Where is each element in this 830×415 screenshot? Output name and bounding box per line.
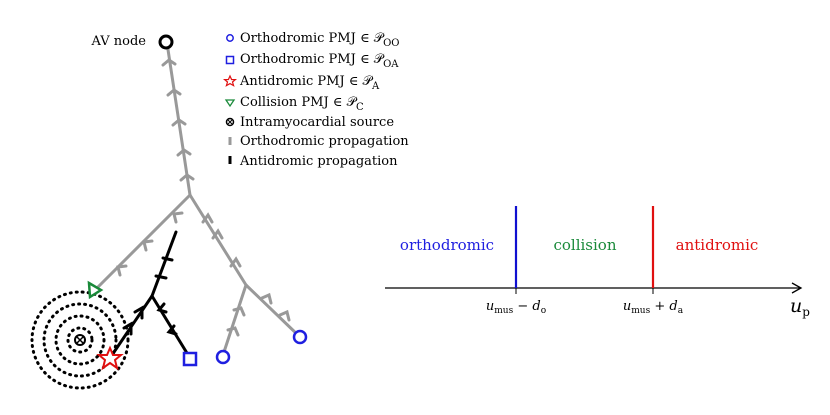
region-orthodromic: orthodromic — [400, 236, 494, 254]
legend-gray-bar-icon — [228, 137, 232, 145]
intramyocardial-source — [74, 334, 86, 346]
legend: Orthodromic PMJ ∈ 𝒫OO Orthodromic PMJ ∈ … — [222, 31, 409, 169]
pmj-oo-marker — [292, 329, 308, 345]
left-branch-segment — [93, 193, 192, 292]
chevron-mark — [201, 212, 214, 224]
bar-mark — [154, 274, 168, 280]
axis-arrow-icon — [791, 282, 803, 294]
right-branch-far-segment — [244, 283, 302, 339]
chevron-mark — [229, 256, 242, 268]
bar-mark — [133, 305, 144, 320]
chevron-mark — [166, 88, 182, 97]
right-branch-segment — [188, 193, 248, 287]
chevron-mark — [171, 118, 187, 127]
bar-mark — [156, 302, 168, 314]
pmj-oa-marker — [182, 351, 198, 367]
chevron-mark — [116, 264, 128, 277]
tick-label-upper: umus + da — [623, 299, 684, 316]
legend-item-2: Antidromic PMJ ∈ 𝒫A — [239, 74, 380, 92]
legend-triangle-icon — [224, 99, 236, 108]
chevron-mark — [179, 173, 195, 182]
region-antidromic: antidromic — [676, 236, 759, 254]
chevron-mark — [278, 309, 291, 322]
chevron-mark — [260, 292, 273, 305]
orthodromic-branches — [93, 41, 302, 357]
legend-star-icon — [222, 74, 238, 87]
chevron-mark — [232, 306, 246, 317]
legend-item-3: Collision PMJ ∈ 𝒫C — [240, 95, 364, 113]
bar-mark — [122, 321, 133, 336]
right-branch-lower-segment — [221, 283, 248, 357]
source-wavefront-rings — [30, 290, 130, 390]
legend-source-icon — [225, 117, 235, 127]
legend-circle-icon — [226, 34, 234, 42]
chevron-mark — [176, 148, 192, 157]
purkinje-tree: AV node — [30, 34, 308, 390]
legend-square-icon — [225, 55, 235, 65]
pmj-oo-marker — [215, 349, 231, 365]
pmj-antidromic-star — [96, 345, 124, 371]
av-node-label: AV node — [91, 34, 147, 49]
anti-upper-segment — [150, 230, 178, 298]
legend-item-0: Orthodromic PMJ ∈ 𝒫OO — [240, 31, 400, 49]
chevron-mark — [211, 228, 224, 240]
legend-item-1: Orthodromic PMJ ∈ 𝒫OA — [240, 52, 399, 70]
propagation-axis-diagram: orthodromic collision antidromic umus − … — [385, 206, 810, 319]
axis-label: up — [790, 295, 810, 319]
bar-mark — [166, 324, 178, 336]
av-node-marker — [158, 34, 174, 50]
region-collision: collision — [553, 236, 616, 254]
legend-black-bar-icon — [228, 156, 232, 164]
antidromic-branches — [110, 230, 192, 360]
chevron-mark — [161, 58, 177, 67]
bar-mark — [161, 256, 174, 262]
tick-label-lower: umus − do — [486, 299, 546, 316]
chevron-mark — [142, 239, 154, 252]
anti-right-segment — [150, 294, 192, 360]
chevron-mark — [172, 211, 184, 224]
legend-item-5: Orthodromic propagation — [240, 134, 409, 149]
chevron-mark — [226, 326, 240, 337]
legend-item-4: Intramyocardial source — [240, 115, 394, 130]
pmj-collision-marker — [87, 280, 104, 300]
legend-item-6: Antidromic propagation — [239, 154, 398, 169]
